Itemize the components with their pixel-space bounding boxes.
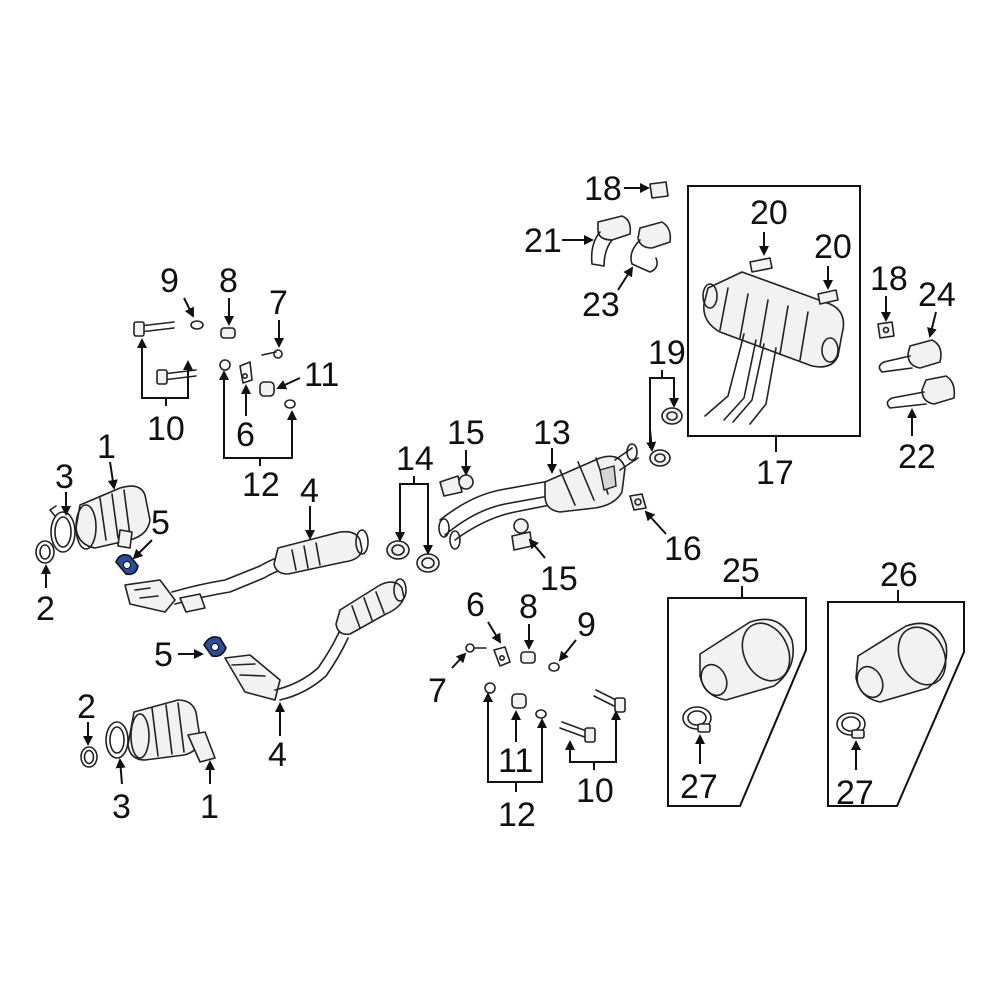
flange-gasket-upper <box>115 554 139 576</box>
clamps-14 <box>386 540 440 573</box>
tail-pipe-23 <box>630 221 672 273</box>
callout-27-b: 27 <box>836 774 874 812</box>
clip-20b <box>817 289 839 305</box>
callout-8-upper: 8 <box>219 262 238 300</box>
bracket-16 <box>629 493 647 511</box>
callout-6-upper: 6 <box>236 416 255 454</box>
callout-7-upper: 7 <box>269 284 288 322</box>
callout-15-upper: 15 <box>447 414 485 452</box>
callout-9-lower: 9 <box>577 606 596 644</box>
callout-15-lower: 15 <box>540 560 578 598</box>
callout-10-upper: 10 <box>147 410 185 448</box>
tail-pipe-24 <box>878 339 942 373</box>
callout-8-lower: 8 <box>519 588 538 626</box>
hanger-15-upper <box>439 474 474 497</box>
callout-13: 13 <box>533 414 571 452</box>
bracket-18-right <box>877 321 895 339</box>
gasket-ring-upper <box>35 540 55 564</box>
callout-2-upper: 2 <box>36 590 55 628</box>
tip-box-26 <box>827 601 965 807</box>
clamps-19 <box>649 407 683 467</box>
callout-14: 14 <box>396 440 434 478</box>
callout-3-lower: 3 <box>112 788 131 826</box>
callout-24: 24 <box>918 276 956 314</box>
catalytic-converter-lower <box>127 699 216 763</box>
hanger-15-lower <box>511 518 533 551</box>
rear-muffler-box <box>687 185 861 437</box>
callout-5-upper: 5 <box>151 504 170 542</box>
callout-11-upper: 11 <box>304 356 339 394</box>
callout-3-upper: 3 <box>55 458 74 496</box>
front-pipe-upper <box>124 529 369 613</box>
callout-10-lower: 10 <box>576 772 614 810</box>
callout-27-a: 27 <box>680 768 718 806</box>
gasket-ring-lower <box>80 746 98 768</box>
callout-2-lower: 2 <box>77 688 96 726</box>
front-pipe-lower <box>224 578 407 701</box>
callout-25: 25 <box>722 552 760 590</box>
clip-20a <box>749 257 773 273</box>
tail-pipe-21 <box>590 215 632 267</box>
callout-7-lower: 7 <box>428 672 447 710</box>
flange-gasket-lower <box>203 636 227 658</box>
callout-18-top: 18 <box>584 170 622 208</box>
callout-21: 21 <box>524 222 562 260</box>
exhaust-tip-25 <box>699 618 794 701</box>
rear-muffler <box>702 271 845 425</box>
callout-9-upper: 9 <box>160 262 179 300</box>
callout-19: 19 <box>648 334 686 372</box>
exhaust-tip-26 <box>855 622 948 703</box>
bracket-18-top <box>649 181 669 199</box>
callout-4-lower: 4 <box>268 736 287 774</box>
center-muffler <box>438 443 639 550</box>
tip-box-25 <box>667 597 807 807</box>
callout-5-lower: 5 <box>154 636 173 674</box>
tail-pipe-22 <box>886 375 956 409</box>
callout-12-upper: 12 <box>242 466 280 504</box>
callout-12-lower: 12 <box>498 796 536 834</box>
callout-1-lower: 1 <box>200 788 219 826</box>
callout-6-lower: 6 <box>466 586 485 624</box>
clamp-27a <box>682 706 712 733</box>
callout-labels: 1 3 2 5 4 5 4 2 3 1 9 8 7 10 6 11 12 6 8… <box>36 170 956 834</box>
callout-11-lower: 11 <box>498 742 533 780</box>
catalytic-converter-upper <box>75 485 151 550</box>
clamp-27b <box>836 712 866 739</box>
clamp-lower <box>105 721 129 759</box>
callout-26: 26 <box>880 556 918 594</box>
hardware-lower <box>465 643 626 743</box>
callout-18-right: 18 <box>870 260 908 298</box>
callout-16: 16 <box>664 530 702 568</box>
hardware-upper <box>133 320 296 409</box>
callout-17: 17 <box>756 454 794 492</box>
clamp-upper <box>49 505 76 553</box>
callout-1-upper: 1 <box>97 428 116 466</box>
leader-lines <box>41 183 937 792</box>
callout-4-upper: 4 <box>300 472 319 510</box>
callout-23: 23 <box>582 286 620 324</box>
callout-20-b: 20 <box>814 228 852 266</box>
callout-22: 22 <box>898 438 936 476</box>
callout-20-a: 20 <box>750 194 788 232</box>
